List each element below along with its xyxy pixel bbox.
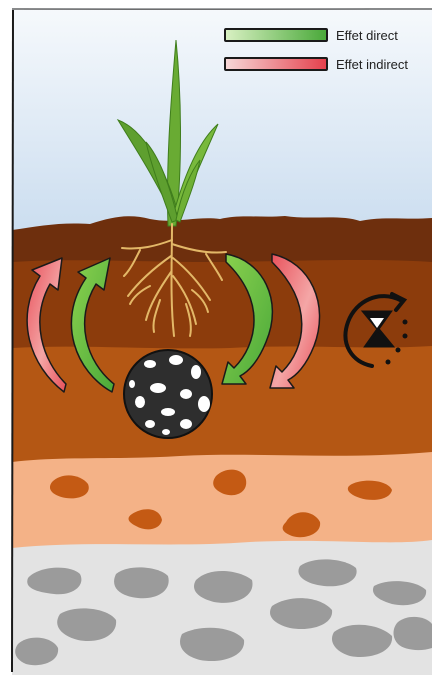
legend-direct: Effet direct — [224, 24, 398, 46]
legend-label-indirect: Effet indirect — [336, 57, 408, 72]
legend-swatch-direct — [224, 28, 328, 42]
legend-label-direct: Effet direct — [336, 28, 398, 43]
soil-particle-icon — [124, 350, 212, 438]
top-border — [12, 9, 432, 10]
legend-swatch-indirect — [224, 57, 328, 71]
legend-indirect: Effet indirect — [224, 53, 408, 75]
left-border — [12, 10, 13, 672]
